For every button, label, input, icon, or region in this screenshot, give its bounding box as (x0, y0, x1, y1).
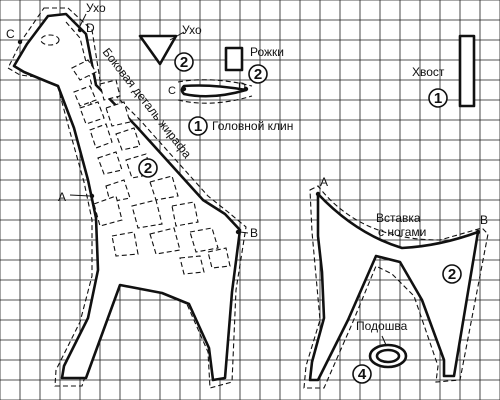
pointer-ear-top (79, 13, 87, 27)
spot (105, 179, 131, 203)
count-side: 2 (144, 160, 152, 177)
spot (71, 59, 97, 81)
spot (149, 227, 181, 255)
count-tail: 1 (434, 90, 442, 107)
count-gusset-circle (188, 116, 208, 136)
horns-piece (224, 46, 244, 72)
spot (73, 85, 97, 107)
count-ear-circle (174, 52, 194, 72)
sole-piece (368, 335, 408, 369)
label-ear-piece: Ухо (182, 23, 202, 37)
sole-inner (375, 348, 401, 364)
insert-with-legs-piece (303, 185, 489, 389)
count-sole-circle (352, 364, 372, 384)
eye-mark (40, 34, 60, 46)
spot (111, 231, 139, 257)
side-piece (7, 7, 249, 389)
point-b-insert: B (480, 213, 488, 227)
pointer-ear (169, 31, 185, 41)
spot (105, 101, 131, 127)
label-sole: Подошва (356, 319, 408, 333)
count-side-circle (138, 158, 158, 178)
point-c-gusset: C (168, 85, 176, 97)
pointer-b-side (239, 231, 249, 234)
spot (189, 227, 219, 253)
ear-piece (138, 31, 185, 66)
spot (115, 127, 141, 151)
point-a-side: A (58, 190, 66, 204)
gusset-outline (180, 84, 248, 98)
label-head-gusset: Головной клин (212, 119, 293, 133)
label-insert-line2: с ногами (378, 225, 426, 239)
count-horns: 2 (254, 66, 262, 83)
count-ear: 2 (180, 54, 188, 71)
count-insert-circle (442, 264, 462, 284)
insert-outline (308, 192, 480, 382)
spot (97, 151, 123, 175)
count-gusset: 1 (194, 118, 202, 135)
point-c-gusset-mark (181, 86, 187, 92)
label-ear-top: Ухо (86, 1, 106, 15)
pointer-sole (381, 335, 387, 346)
spot (93, 195, 123, 227)
point-d-head: D (86, 21, 95, 35)
label-horns: Рожки (250, 45, 284, 59)
spot (149, 175, 179, 201)
insert-seam-allowance (303, 185, 489, 389)
point-d-gusset: D (238, 81, 246, 93)
spot (99, 79, 121, 101)
spot (131, 199, 163, 229)
point-d-head-mark (77, 27, 83, 33)
point-a-side-mark (89, 193, 95, 199)
spot (179, 255, 205, 275)
point-b-side-mark (235, 229, 241, 235)
point-c-head: C (6, 27, 15, 41)
horns-outline (224, 46, 244, 72)
point-b-insert-mark (475, 229, 481, 235)
count-sole: 4 (358, 366, 367, 383)
spot (207, 247, 231, 269)
label-insert-line1: Вставка (376, 211, 421, 225)
spot (89, 123, 113, 149)
count-tail-circle (428, 88, 448, 108)
tail-piece (458, 34, 476, 108)
label-tail: Хвост (412, 65, 445, 79)
point-a-insert: A (320, 175, 328, 189)
pointer-a-side (69, 194, 91, 197)
spot (171, 201, 199, 227)
count-insert: 2 (448, 266, 456, 283)
point-c-head-mark (17, 39, 23, 45)
point-a-insert-mark (315, 191, 321, 197)
count-horns-circle (248, 64, 268, 84)
head-gusset-piece (177, 79, 253, 104)
ear-outline (138, 34, 178, 66)
spot (79, 101, 105, 125)
point-b-side: B (250, 226, 258, 240)
point-d-gusset-mark (243, 86, 249, 92)
gusset-seam (177, 79, 253, 104)
tail-outline (458, 34, 476, 108)
